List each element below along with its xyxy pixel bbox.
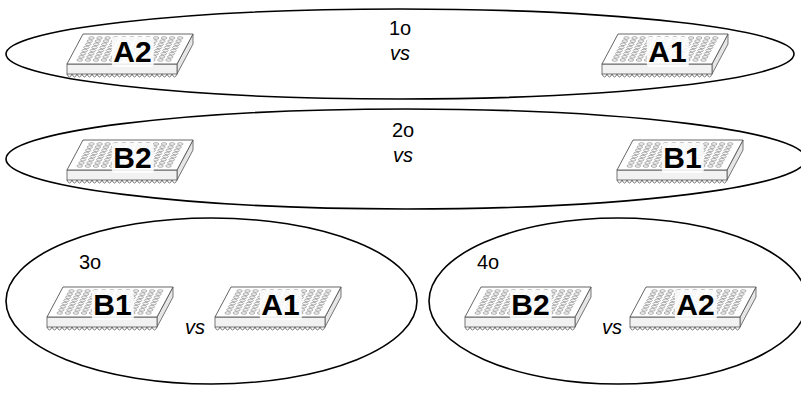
plate-label: A1 (646, 37, 688, 67)
group-ellipse (429, 218, 801, 384)
microplate: A2 (65, 30, 200, 90)
comparison-group: 4o vs B2 A2 (428, 217, 801, 385)
versus-label: vs (393, 145, 413, 165)
plate-label: A1 (259, 290, 301, 320)
plate-label: B2 (111, 143, 153, 173)
microplate-drawing (617, 140, 743, 183)
microplate-drawing (47, 287, 173, 330)
plate-label: A2 (111, 37, 153, 67)
group-ellipse (6, 9, 794, 99)
versus-label: vs (390, 43, 410, 63)
microplate: B1 (45, 283, 180, 343)
microplate: B1 (615, 136, 750, 196)
comparison-group: 1o vs A2 A1 (5, 8, 795, 100)
microplate: A1 (600, 30, 735, 90)
microplate-drawing (215, 287, 341, 330)
microplate-drawing (602, 34, 728, 77)
microplate: B2 (65, 136, 200, 196)
plate-label: B1 (91, 290, 133, 320)
microplate-drawing (67, 34, 193, 77)
microplate: B2 (463, 283, 598, 343)
comparison-group: 2o vs B2 B1 (5, 108, 801, 210)
versus-label: vs (602, 317, 622, 337)
microplate-drawing (67, 140, 193, 183)
microplate: A2 (628, 283, 763, 343)
microplate-drawing (630, 287, 756, 330)
comparison-number: 4o (477, 252, 499, 272)
comparison-number: 2o (392, 120, 414, 140)
group-ellipse (6, 218, 417, 384)
versus-label: vs (185, 317, 205, 337)
microplate-drawing (465, 287, 591, 330)
plate-label: B2 (509, 290, 551, 320)
plate-label: A2 (674, 290, 716, 320)
comparison-group: 3o vs B1 A1 (5, 217, 418, 385)
microplate: A1 (213, 283, 348, 343)
comparison-number: 1o (389, 18, 411, 38)
comparison-number: 3o (79, 252, 101, 272)
plate-label: B1 (661, 143, 703, 173)
group-ellipse (6, 109, 801, 209)
